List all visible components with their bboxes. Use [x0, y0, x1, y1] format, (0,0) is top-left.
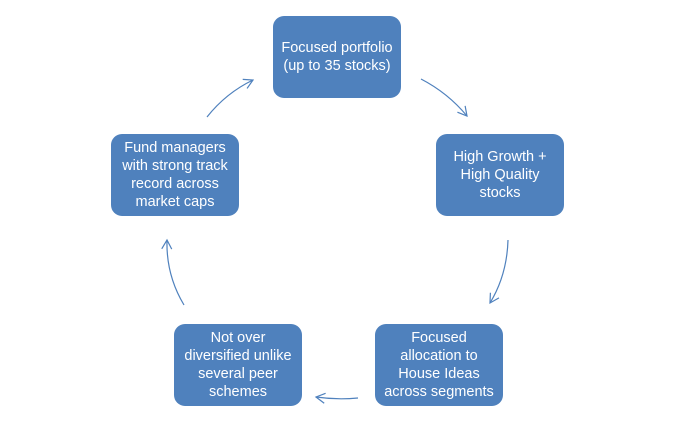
node-label: Fund managers with strong track record a…: [122, 140, 228, 210]
node-focused-portfolio: Focused portfolio (up to 35 stocks): [273, 16, 401, 98]
arrow-4-to-5: [161, 238, 185, 306]
node-not-over-diversified: Not over diversified unlike several peer…: [174, 324, 302, 406]
node-label: Not over diversified unlike several peer…: [184, 330, 292, 400]
arrow-2-to-3: [489, 239, 509, 305]
node-focused-allocation: Focused allocation to House Ideas across…: [375, 324, 503, 406]
arrow-3-to-4: [314, 392, 359, 404]
arrow-1-to-2: [420, 78, 468, 117]
node-fund-managers: Fund managers with strong track record a…: [111, 134, 239, 216]
node-label: Focused allocation to House Ideas across…: [384, 330, 494, 400]
node-label: High Growth + High Quality stocks: [453, 149, 547, 201]
node-high-growth-quality: High Growth + High Quality stocks: [436, 134, 564, 216]
arrow-5-to-1: [206, 78, 255, 118]
node-label: Focused portfolio (up to 35 stocks): [281, 40, 393, 74]
